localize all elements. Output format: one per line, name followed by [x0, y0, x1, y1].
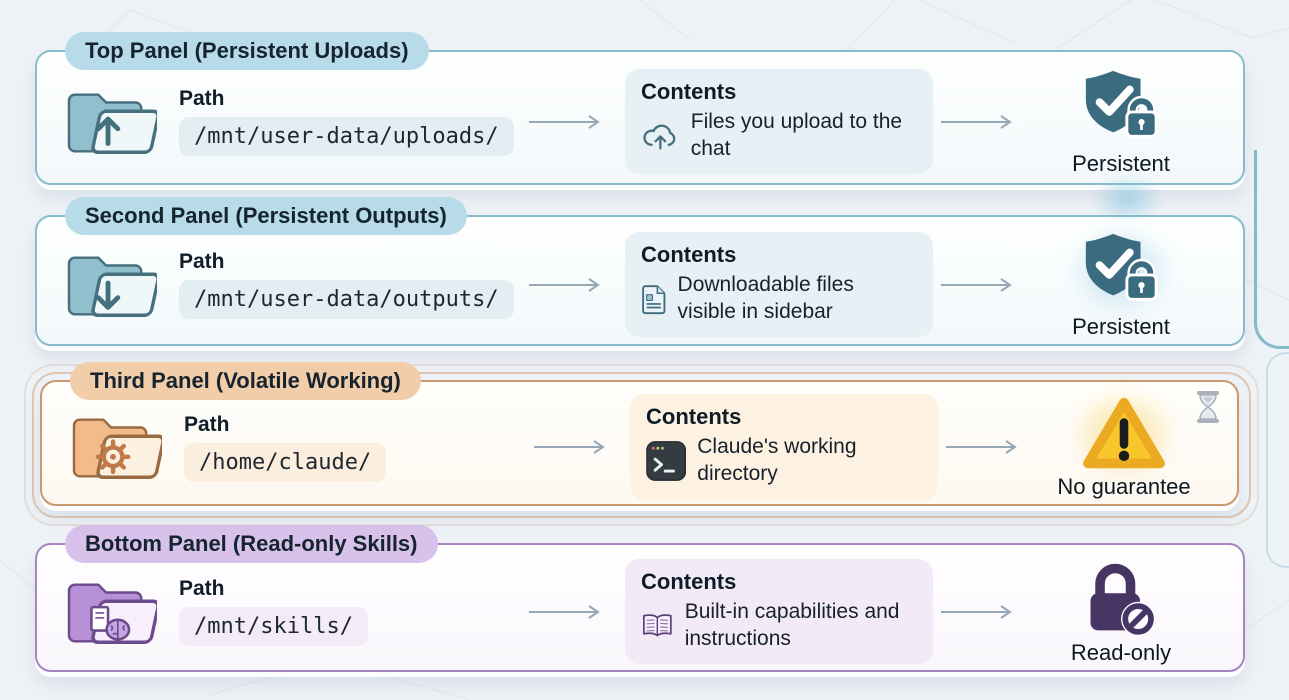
status-label: No guarantee [1057, 474, 1191, 499]
path-value: /mnt/skills/ [179, 607, 368, 646]
folder-gear-icon [72, 418, 162, 479]
arrow-icon [529, 277, 600, 292]
folder-upload-icon [67, 92, 157, 154]
panel-row: Path /mnt/user-data/outputs/ Contents Do… [37, 217, 1243, 344]
volatile-shake-ring-inner [32, 372, 1251, 518]
contents-title: Contents [641, 78, 737, 104]
path-value: /home/claude/ [184, 442, 387, 482]
path-block: Path /mnt/user-data/uploads/ [179, 87, 521, 156]
panel-row: Path /mnt/user-data/uploads/ Contents Fi… [37, 52, 1243, 183]
path-label: Path [179, 87, 225, 110]
terminal-icon [646, 441, 687, 481]
arrow-icon [941, 277, 1012, 292]
contents-title: Contents [641, 241, 737, 267]
contents-text: Files you upload to the chat [690, 109, 903, 160]
path-label: Path [179, 577, 225, 600]
cloud-upload-icon [643, 124, 676, 149]
arrow-icon [946, 440, 1017, 454]
arrow-icon [941, 114, 1012, 129]
arrow-icon [529, 114, 600, 129]
contents-text: Built-in capabilities and instructions [684, 599, 900, 650]
panel-second-outputs: Second Panel (Persistent Outputs) Path /… [35, 197, 1245, 346]
status-block: No guarantee [1032, 386, 1216, 500]
contents-card: Contents Files you upload to the chat [625, 68, 933, 175]
status-block: Persistent [1029, 221, 1213, 340]
path-block: Path /home/claude/ [184, 413, 526, 482]
path-label: Path [184, 412, 230, 436]
path-block: Path /mnt/skills/ [179, 577, 521, 646]
contents-title: Contents [641, 568, 737, 594]
folder-download-icon [67, 255, 157, 317]
status-block: Persistent [1029, 67, 1213, 177]
arrow-icon [534, 440, 605, 454]
folder-book-brain-icon [67, 582, 157, 644]
shield-check-lock-icon [1085, 233, 1158, 301]
status-label: Persistent [1072, 150, 1170, 176]
panel-bottom-skills: Bottom Panel (Read-only Skills) Path /mn… [35, 525, 1245, 672]
contents-card: Contents Downloadable files visible in s… [625, 231, 933, 338]
status-label: Read-only [1070, 639, 1172, 665]
panel-label: Bottom Panel (Read-only Skills) [65, 525, 438, 563]
panel-row: Path /mnt/skills/ Contents [37, 545, 1243, 670]
open-book-icon [642, 613, 672, 636]
panel-label: Third Panel (Volatile Working) [70, 362, 421, 400]
shield-check-lock-icon [1085, 70, 1158, 138]
hourglass-icon [1197, 391, 1219, 423]
document-icon [642, 284, 666, 314]
arrow-icon [529, 604, 600, 619]
warning-triangle-icon [1083, 397, 1165, 469]
lock-prohibited-icon [1090, 563, 1156, 636]
volatile-shake-ring-outer [24, 364, 1259, 526]
panel-label: Second Panel (Persistent Outputs) [65, 197, 467, 235]
panel-top-uploads: Top Panel (Persistent Uploads) Path /mnt… [35, 32, 1245, 185]
panel-row: Path /home/claude/ Contents Claude's wor… [42, 382, 1237, 504]
contents-title: Contents [646, 404, 742, 430]
contents-text: Downloadable files visible in sidebar [677, 272, 854, 323]
path-block: Path /mnt/user-data/outputs/ [179, 250, 521, 319]
panel-label: Top Panel (Persistent Uploads) [65, 32, 429, 70]
path-label: Path [179, 250, 225, 273]
panel-third-volatile: Third Panel (Volatile Working) Path /hom… [40, 362, 1239, 506]
persistent-group-bracket [1254, 150, 1289, 349]
contents-card: Contents Built-in capabilities and instr… [625, 558, 933, 665]
contents-card: Contents Claude's working directory [630, 394, 938, 500]
arrow-icon [941, 604, 1012, 619]
status-label: Persistent [1072, 313, 1170, 339]
contents-text: Claude's working directory [697, 435, 857, 485]
status-block: Read-only [1029, 558, 1213, 666]
path-value: /mnt/user-data/uploads/ [179, 117, 514, 156]
background-bracket [1266, 352, 1289, 568]
path-value: /mnt/user-data/outputs/ [179, 280, 514, 319]
